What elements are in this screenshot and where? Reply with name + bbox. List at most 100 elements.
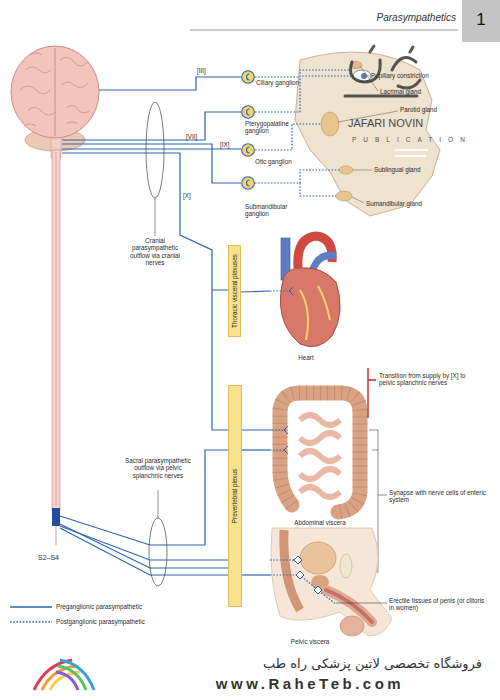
- nerve-connector: [60, 526, 228, 560]
- footer-text: فروشگاه تخصصی لاتین پزشکی راه طب: [240, 656, 482, 671]
- brain: [11, 46, 99, 138]
- target-label: Pupillary constriction: [371, 72, 429, 79]
- parotid-gland: [321, 112, 339, 136]
- ganglion-circle: [241, 143, 255, 157]
- synapse-symbol: [247, 109, 250, 115]
- nerve-connector: [242, 574, 270, 575]
- ganglion: Otic ganglion: [241, 143, 255, 157]
- node-label: Pelvic viscera: [275, 638, 345, 645]
- cranial-nerve-number: [X]: [183, 192, 191, 199]
- leader-line: [336, 603, 387, 604]
- footer-url: www.RaheTeb.com: [140, 675, 480, 693]
- colon: [280, 393, 360, 512]
- page-tab: [462, 0, 500, 42]
- node-label: Otic ganglion: [255, 158, 292, 165]
- synapse-symbol: [289, 287, 293, 295]
- postganglionic-nerve: [270, 430, 286, 450]
- nerve-connector: [242, 449, 270, 450]
- legend-swatch: [10, 606, 52, 607]
- preganglionic-nerve: [62, 77, 272, 430]
- pubic-bone: [340, 554, 352, 578]
- leader-line: [158, 490, 159, 518]
- pelvis: [271, 528, 392, 636]
- filum-terminale: [56, 526, 57, 545]
- organ-region: Pelvic viscera: [270, 525, 385, 635]
- organ-region: Heart: [270, 236, 342, 348]
- pelvic-splanchnic-nerve: [60, 450, 228, 575]
- cranial-nerve-number: [IX]: [220, 141, 229, 148]
- plexus-band: Thoracic visceral plexuses: [228, 245, 241, 337]
- leader-lines: [338, 66, 398, 203]
- synapse-symbol: [247, 147, 250, 153]
- annotation: Transition from supply by [X] to pelvic …: [379, 372, 479, 387]
- node-label: Pterygopalatine ganglion: [245, 120, 295, 135]
- ganglion-circle: [242, 144, 255, 157]
- legend-label: Postganglionic parasympathetic: [56, 618, 145, 625]
- annotation: Erectile tissues of penis (or clitoris i…: [389, 597, 489, 612]
- scrotum: [340, 616, 364, 636]
- ganglion: Pterygopalatine ganglion: [241, 105, 255, 119]
- heart: [280, 268, 340, 347]
- page-header: Parasympathetics: [340, 12, 456, 24]
- header-rule: [190, 30, 458, 31]
- rectum: [284, 530, 300, 610]
- target-label: Lacrimal gland: [380, 88, 421, 95]
- cranial-nerve-number: [III]: [197, 67, 206, 74]
- annotation: Synapse with nerve cells of enteric syst…: [389, 489, 489, 504]
- ganglion: Ciliary ganglion: [241, 70, 255, 84]
- synapse-symbol: [247, 74, 250, 80]
- node-label: S2–S4: [38, 554, 74, 562]
- target-label: Parotid gland: [400, 106, 437, 113]
- leader-line: [155, 198, 156, 236]
- skull: [295, 52, 440, 216]
- page-number: 1: [462, 10, 500, 30]
- postganglionic-nerve: [270, 560, 336, 604]
- target-label: Sublingual gland: [374, 166, 421, 173]
- watermark: PUBLICATION: [352, 136, 472, 144]
- plexus-label: Prevertebral plexus: [231, 469, 238, 523]
- node-label: Abdominal viscera: [270, 519, 370, 526]
- annotation: Cranial parasympathetic outflow via cran…: [125, 237, 185, 267]
- watermark: JAFARI NOVIN: [348, 117, 423, 130]
- small-intestine: [300, 415, 340, 497]
- colon-haustra: [280, 393, 360, 512]
- outflow-bracket: [149, 518, 167, 586]
- plexus-band: Prevertebral plexus: [228, 385, 242, 607]
- legend-label: Preganglionic parasympathetic: [56, 603, 142, 610]
- organ-region: Abdominal viscera: [270, 385, 370, 515]
- outflow-bracket: [146, 102, 164, 198]
- ganglion: Submandibular ganglion: [241, 176, 255, 190]
- cranial-nerve-number: [VII]: [186, 133, 197, 140]
- ganglion-circle: [242, 71, 255, 84]
- node-label: Ciliary ganglion: [256, 79, 299, 86]
- synapse-symbol: [284, 426, 288, 454]
- nerve-connector: [241, 291, 270, 292]
- iris: [361, 73, 367, 79]
- ganglion-circle: [242, 106, 255, 119]
- sacral-segment: S2–S4: [52, 508, 60, 526]
- watermark-logo: [345, 46, 420, 96]
- bladder: [300, 542, 336, 574]
- spinal-cord: [52, 150, 60, 510]
- coronary-fat: [300, 286, 330, 340]
- brain-midline: [55, 48, 56, 136]
- synapse-symbol: [247, 180, 250, 186]
- sublingual-gland: [339, 166, 353, 174]
- submandibular-gland: [336, 191, 352, 201]
- ganglion-circle: [241, 70, 255, 84]
- postganglionic-nerve: [255, 70, 353, 196]
- synapse-symbol: [294, 556, 322, 594]
- ganglion-circle: [242, 177, 255, 190]
- ganglion-circle: [241, 105, 255, 119]
- node-label: Heart: [286, 354, 326, 361]
- footer-logo: [56, 672, 78, 690]
- ganglion-circle: [241, 176, 255, 190]
- transition-marker: [368, 368, 376, 418]
- node-label: Submandibular ganglion: [245, 203, 290, 218]
- legend-swatch: [10, 621, 52, 622]
- teeth: [395, 150, 428, 156]
